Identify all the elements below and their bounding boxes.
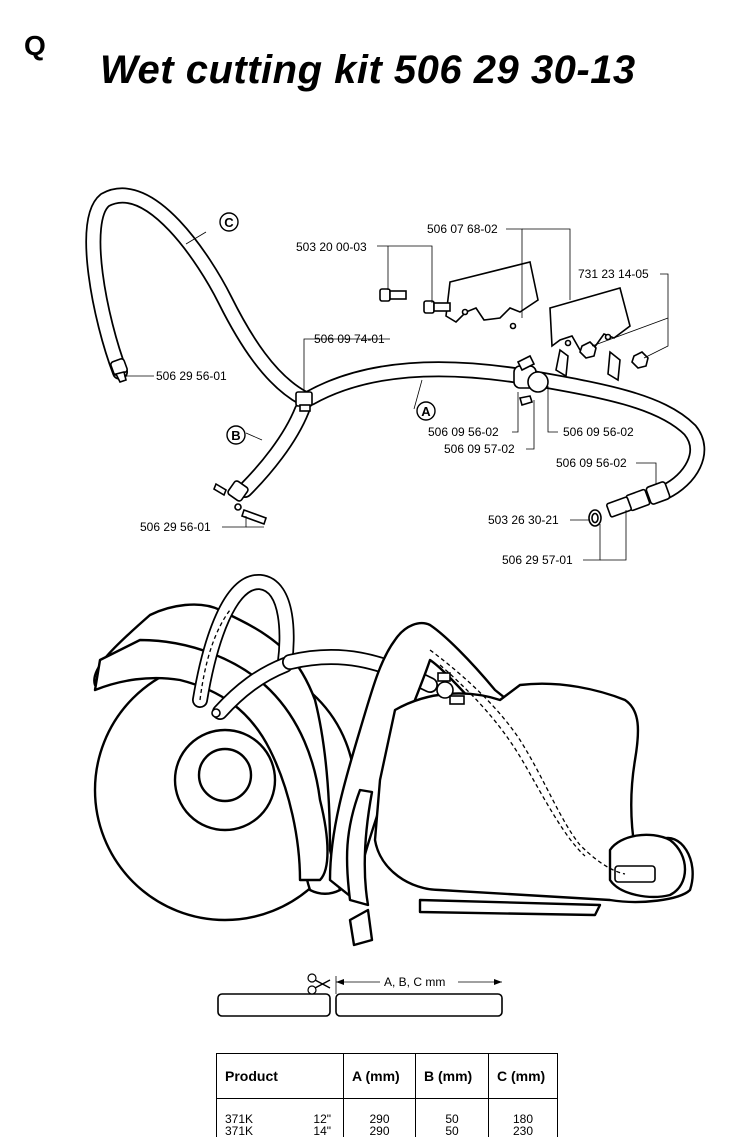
row-product: 371K bbox=[225, 1124, 254, 1138]
section-letter: Q bbox=[24, 30, 46, 61]
header-product: Product bbox=[216, 1053, 344, 1099]
table-row: 371K 12" 290 50 180 bbox=[216, 1098, 558, 1126]
label-506-09-56-02-lower: 506 09 56-02 bbox=[556, 456, 627, 470]
label-506-09-74-01: 506 09 74-01 bbox=[314, 332, 385, 346]
t-connector bbox=[295, 391, 313, 412]
label-506-29-56-01-top: 506 29 56-01 bbox=[156, 369, 227, 383]
exploded-view: C A B 506 07 68-02 503 20 00-03 731 23 1… bbox=[85, 187, 706, 567]
label-503-26-30-21: 503 26 30-21 bbox=[488, 513, 559, 527]
row-b: 50 bbox=[415, 1098, 489, 1125]
row-a: 290 bbox=[343, 1098, 416, 1125]
row-size: 14" bbox=[313, 1124, 331, 1138]
label-503-20-00-03: 503 20 00-03 bbox=[296, 240, 367, 254]
nozzle-bottom bbox=[213, 480, 268, 526]
svg-text:B: B bbox=[231, 428, 240, 443]
hose-c bbox=[85, 187, 311, 406]
row-product: 371K bbox=[225, 1112, 254, 1126]
callout-a: A bbox=[416, 401, 436, 421]
svg-text:A: A bbox=[421, 404, 431, 419]
label-506-29-57-01: 506 29 57-01 bbox=[502, 553, 573, 567]
label-506-07-68-02: 506 07 68-02 bbox=[427, 222, 498, 236]
screws bbox=[379, 288, 451, 314]
hose-a bbox=[302, 361, 706, 500]
page-title: Wet cutting kit 506 29 30-13 bbox=[100, 48, 636, 92]
dimension-table: Product A (mm) B (mm) C (mm) 371K 12" 29… bbox=[216, 1053, 558, 1137]
table-row: 371K 14" 290 50 230 bbox=[216, 1124, 558, 1138]
hose-length-indicator: A, B, C mm bbox=[217, 973, 503, 1017]
nozzle-top bbox=[110, 358, 128, 383]
o-ring bbox=[588, 509, 602, 527]
label-506-09-56-02-left: 506 09 56-02 bbox=[428, 425, 499, 439]
hose-length-label: A, B, C mm bbox=[384, 975, 445, 989]
valve bbox=[513, 354, 549, 406]
svg-text:C: C bbox=[224, 215, 234, 230]
label-731-23-14-05: 731 23 14-05 bbox=[578, 267, 649, 281]
scissors-icon bbox=[307, 973, 331, 995]
hose-b bbox=[237, 402, 310, 498]
label-506-09-56-02-right: 506 09 56-02 bbox=[563, 425, 634, 439]
row-a: 290 bbox=[343, 1125, 416, 1137]
callout-b: B bbox=[226, 425, 246, 445]
callout-c: C bbox=[219, 212, 239, 232]
coupling bbox=[606, 481, 671, 518]
power-cutter-illustration bbox=[93, 574, 694, 947]
row-b: 50 bbox=[415, 1125, 489, 1137]
label-506-09-57-02: 506 09 57-02 bbox=[444, 442, 515, 456]
header-b: B (mm) bbox=[415, 1053, 489, 1099]
table-header-row: Product A (mm) B (mm) C (mm) bbox=[216, 1053, 558, 1099]
row-c: 180 bbox=[488, 1098, 558, 1125]
label-506-29-56-01-bottom: 506 29 56-01 bbox=[140, 520, 211, 534]
leader-lines bbox=[124, 228, 669, 561]
header-c: C (mm) bbox=[488, 1053, 558, 1099]
row-size: 12" bbox=[313, 1112, 331, 1126]
header-a: A (mm) bbox=[343, 1053, 416, 1099]
row-c: 230 bbox=[488, 1125, 558, 1137]
